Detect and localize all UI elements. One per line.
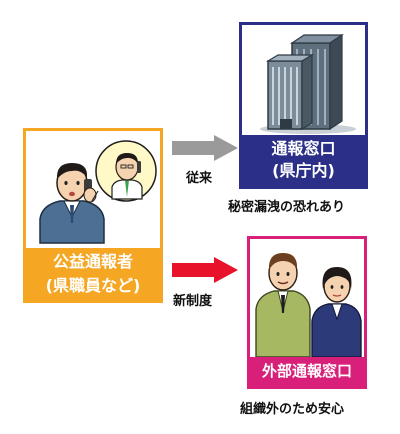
internal-window-label-line2: (県庁内) [272,161,335,180]
conventional-arrow [172,135,238,161]
external-window-label: 外部通報窓口 [250,357,364,386]
person-on-phone-icon [39,140,157,244]
internal-window-label: 通報窓口 (県庁内) [242,135,365,186]
whistleblower-label-line2: (県職員など) [45,276,141,295]
phone-receiver-icon [111,153,143,200]
new-system-arrow-label: 新制度 [173,294,213,309]
external-window-caption: 組織外のため安心 [240,402,345,417]
whistleblower-box: 公益通報者 (県職員など) [23,128,163,303]
internal-window-label-line1: 通報窓口 [271,139,336,158]
office-building-icon [260,33,356,134]
whistleblower-label: 公益通報者 (県職員など) [26,248,160,300]
whistleblower-label-line1: 公益通報者 [52,252,133,271]
two-staff-people-icon [255,253,362,358]
internal-window-box: 通報窓口 (県庁内) [239,22,368,189]
new-system-arrow [172,257,238,283]
internal-window-caption: 秘密漏洩の恐れあり [228,200,346,215]
conventional-arrow-label: 従来 [186,171,213,186]
external-window-box: 外部通報窓口 [247,236,367,389]
